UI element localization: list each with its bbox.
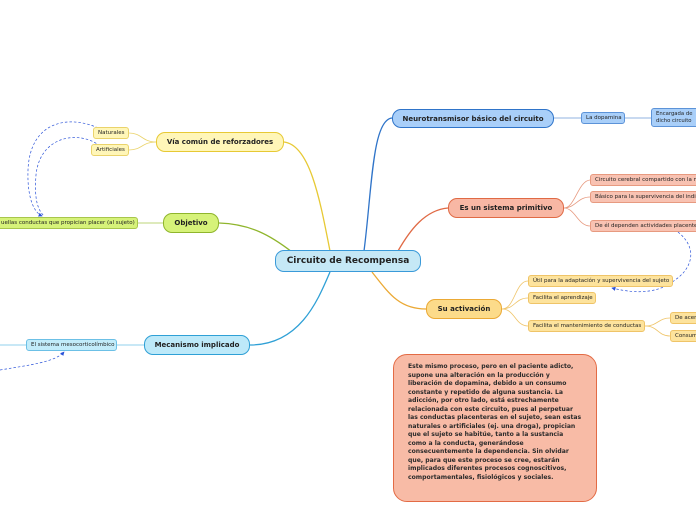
link-root-activacion xyxy=(371,271,427,310)
leaf-conductas-placer[interactable]: uellas conductas que propician placer (a… xyxy=(0,217,138,229)
topic-via-comun[interactable]: Vía común de reforzadores xyxy=(156,132,284,152)
relation-arrow xyxy=(611,231,692,293)
topic-objetivo[interactable]: Objetivo xyxy=(163,213,219,233)
link-root-neuro xyxy=(363,117,393,252)
subleaf-de-acer[interactable]: De acer xyxy=(670,312,696,324)
leaf-artificiales[interactable]: Artificiales xyxy=(91,144,129,156)
leaf-circuito-compartido[interactable]: Circuito cerebral compartido con la m xyxy=(590,174,696,186)
topic-mecanismo[interactable]: Mecanismo implicado xyxy=(144,335,250,355)
leaf-actividades-placenteras[interactable]: De él dependen actividades placente xyxy=(590,220,696,232)
link-root-mecanismo xyxy=(249,271,331,346)
relation-arrow xyxy=(35,137,101,217)
leaf-dopamina[interactable]: La dopamina xyxy=(581,112,625,124)
leaf-encargada[interactable]: Encargada de dicho circuito xyxy=(651,108,696,127)
leaf-mesocorticolimbico[interactable]: El sistema mesocorticolímbico xyxy=(26,339,117,351)
link-root-primitivo xyxy=(397,207,449,252)
floating-note[interactable]: Este mismo proceso, pero en el paciente … xyxy=(393,354,597,502)
leaf-supervivencia-individuo[interactable]: Básico para la supervivencia del indiv xyxy=(590,191,696,203)
leaf-util-adaptacion[interactable]: Útil para la adaptación y supervivencia … xyxy=(528,275,673,287)
relation-arrow xyxy=(0,351,65,371)
relation-arrow xyxy=(27,121,99,217)
leaf-naturales[interactable]: Naturales xyxy=(93,127,129,139)
topic-sistema-primitivo[interactable]: Es un sistema primitivo xyxy=(448,198,564,218)
leaf-mantenimiento-conductas[interactable]: Facilita el mantenimiento de conductas xyxy=(528,320,645,332)
link-root-objetivo xyxy=(218,222,293,253)
topic-activacion[interactable]: Su activación xyxy=(426,299,502,319)
topic-neurotransmisor[interactable]: Neurotransmisor básico del circuito xyxy=(392,109,554,128)
leaf-aprendizaje[interactable]: Facilita el aprendizaje xyxy=(528,292,596,304)
link-root-via xyxy=(283,141,331,252)
subleaf-consum[interactable]: Consum xyxy=(670,330,696,342)
root-topic[interactable]: Circuito de Recompensa xyxy=(275,250,421,272)
